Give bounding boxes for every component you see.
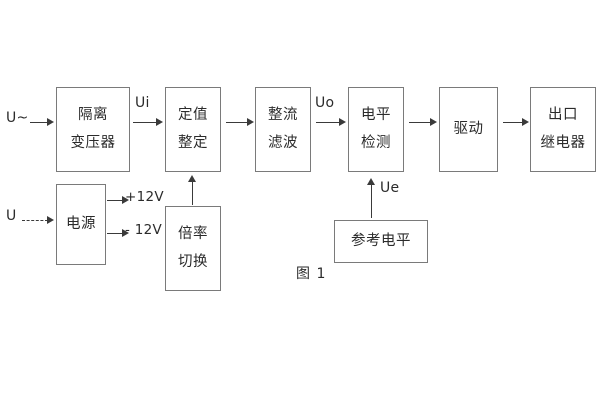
ui-signal-label: Ui bbox=[135, 95, 150, 111]
block-level-detection[interactable]: 电平 检测 bbox=[348, 87, 404, 172]
arrow-multiplier-switch-to-setting-value bbox=[188, 175, 197, 205]
block-line: 变压器 bbox=[70, 135, 116, 151]
block-line: 出口 bbox=[548, 106, 578, 123]
block-line: 参考电平 bbox=[351, 232, 411, 249]
block-line: 隔离 bbox=[78, 106, 108, 123]
ue-signal-label: Ue bbox=[380, 180, 400, 196]
block-isolation-transformer[interactable]: 隔离 变压器 bbox=[56, 87, 130, 172]
dc-input-label: U bbox=[6, 208, 17, 224]
negative-rail-label: - 12V bbox=[125, 222, 163, 238]
arrow-dc-input-to-power-supply bbox=[22, 216, 54, 225]
block-line: 检测 bbox=[361, 135, 391, 151]
block-setting-value[interactable]: 定值 整定 bbox=[165, 87, 221, 172]
block-line: 驱动 bbox=[453, 120, 484, 137]
arrow-ac-input-to-isolation-transformer bbox=[30, 118, 54, 127]
arrow-negative-rail bbox=[107, 229, 129, 238]
block-line: 滤波 bbox=[268, 135, 298, 151]
block-line: 整流 bbox=[268, 106, 298, 123]
block-line: 电源 bbox=[66, 215, 96, 232]
arrow-rectify-filter-to-level-detection bbox=[316, 118, 346, 127]
arrow-drive-to-output-relay bbox=[503, 118, 529, 127]
arrow-reference-level-to-level-detection bbox=[367, 178, 376, 218]
block-line: 整定 bbox=[178, 135, 208, 151]
block-reference-level[interactable]: 参考电平 bbox=[334, 220, 428, 263]
block-power-supply[interactable]: 电源 bbox=[56, 184, 106, 265]
positive-rail-label: +12V bbox=[125, 189, 164, 205]
block-drive[interactable]: 驱动 bbox=[439, 87, 498, 172]
arrow-positive-rail bbox=[107, 196, 129, 205]
block-multiplier-switch[interactable]: 倍率 切换 bbox=[165, 206, 221, 291]
arrow-level-detection-to-drive bbox=[409, 118, 437, 127]
figure-caption: 图 1 bbox=[296, 266, 327, 282]
arrow-isolation-transformer-to-setting-value bbox=[133, 118, 163, 127]
ac-input-label: U~ bbox=[6, 110, 29, 126]
block-line: 电平 bbox=[361, 106, 391, 123]
block-rectify-filter[interactable]: 整流 滤波 bbox=[255, 87, 311, 172]
arrow-setting-value-to-rectify-filter bbox=[226, 118, 254, 127]
uo-signal-label: Uo bbox=[315, 95, 335, 111]
block-line: 继电器 bbox=[540, 135, 586, 151]
block-line: 切换 bbox=[178, 254, 208, 270]
block-line: 倍率 bbox=[178, 225, 208, 242]
block-line: 定值 bbox=[178, 106, 208, 123]
block-output-relay[interactable]: 出口 继电器 bbox=[530, 87, 596, 172]
